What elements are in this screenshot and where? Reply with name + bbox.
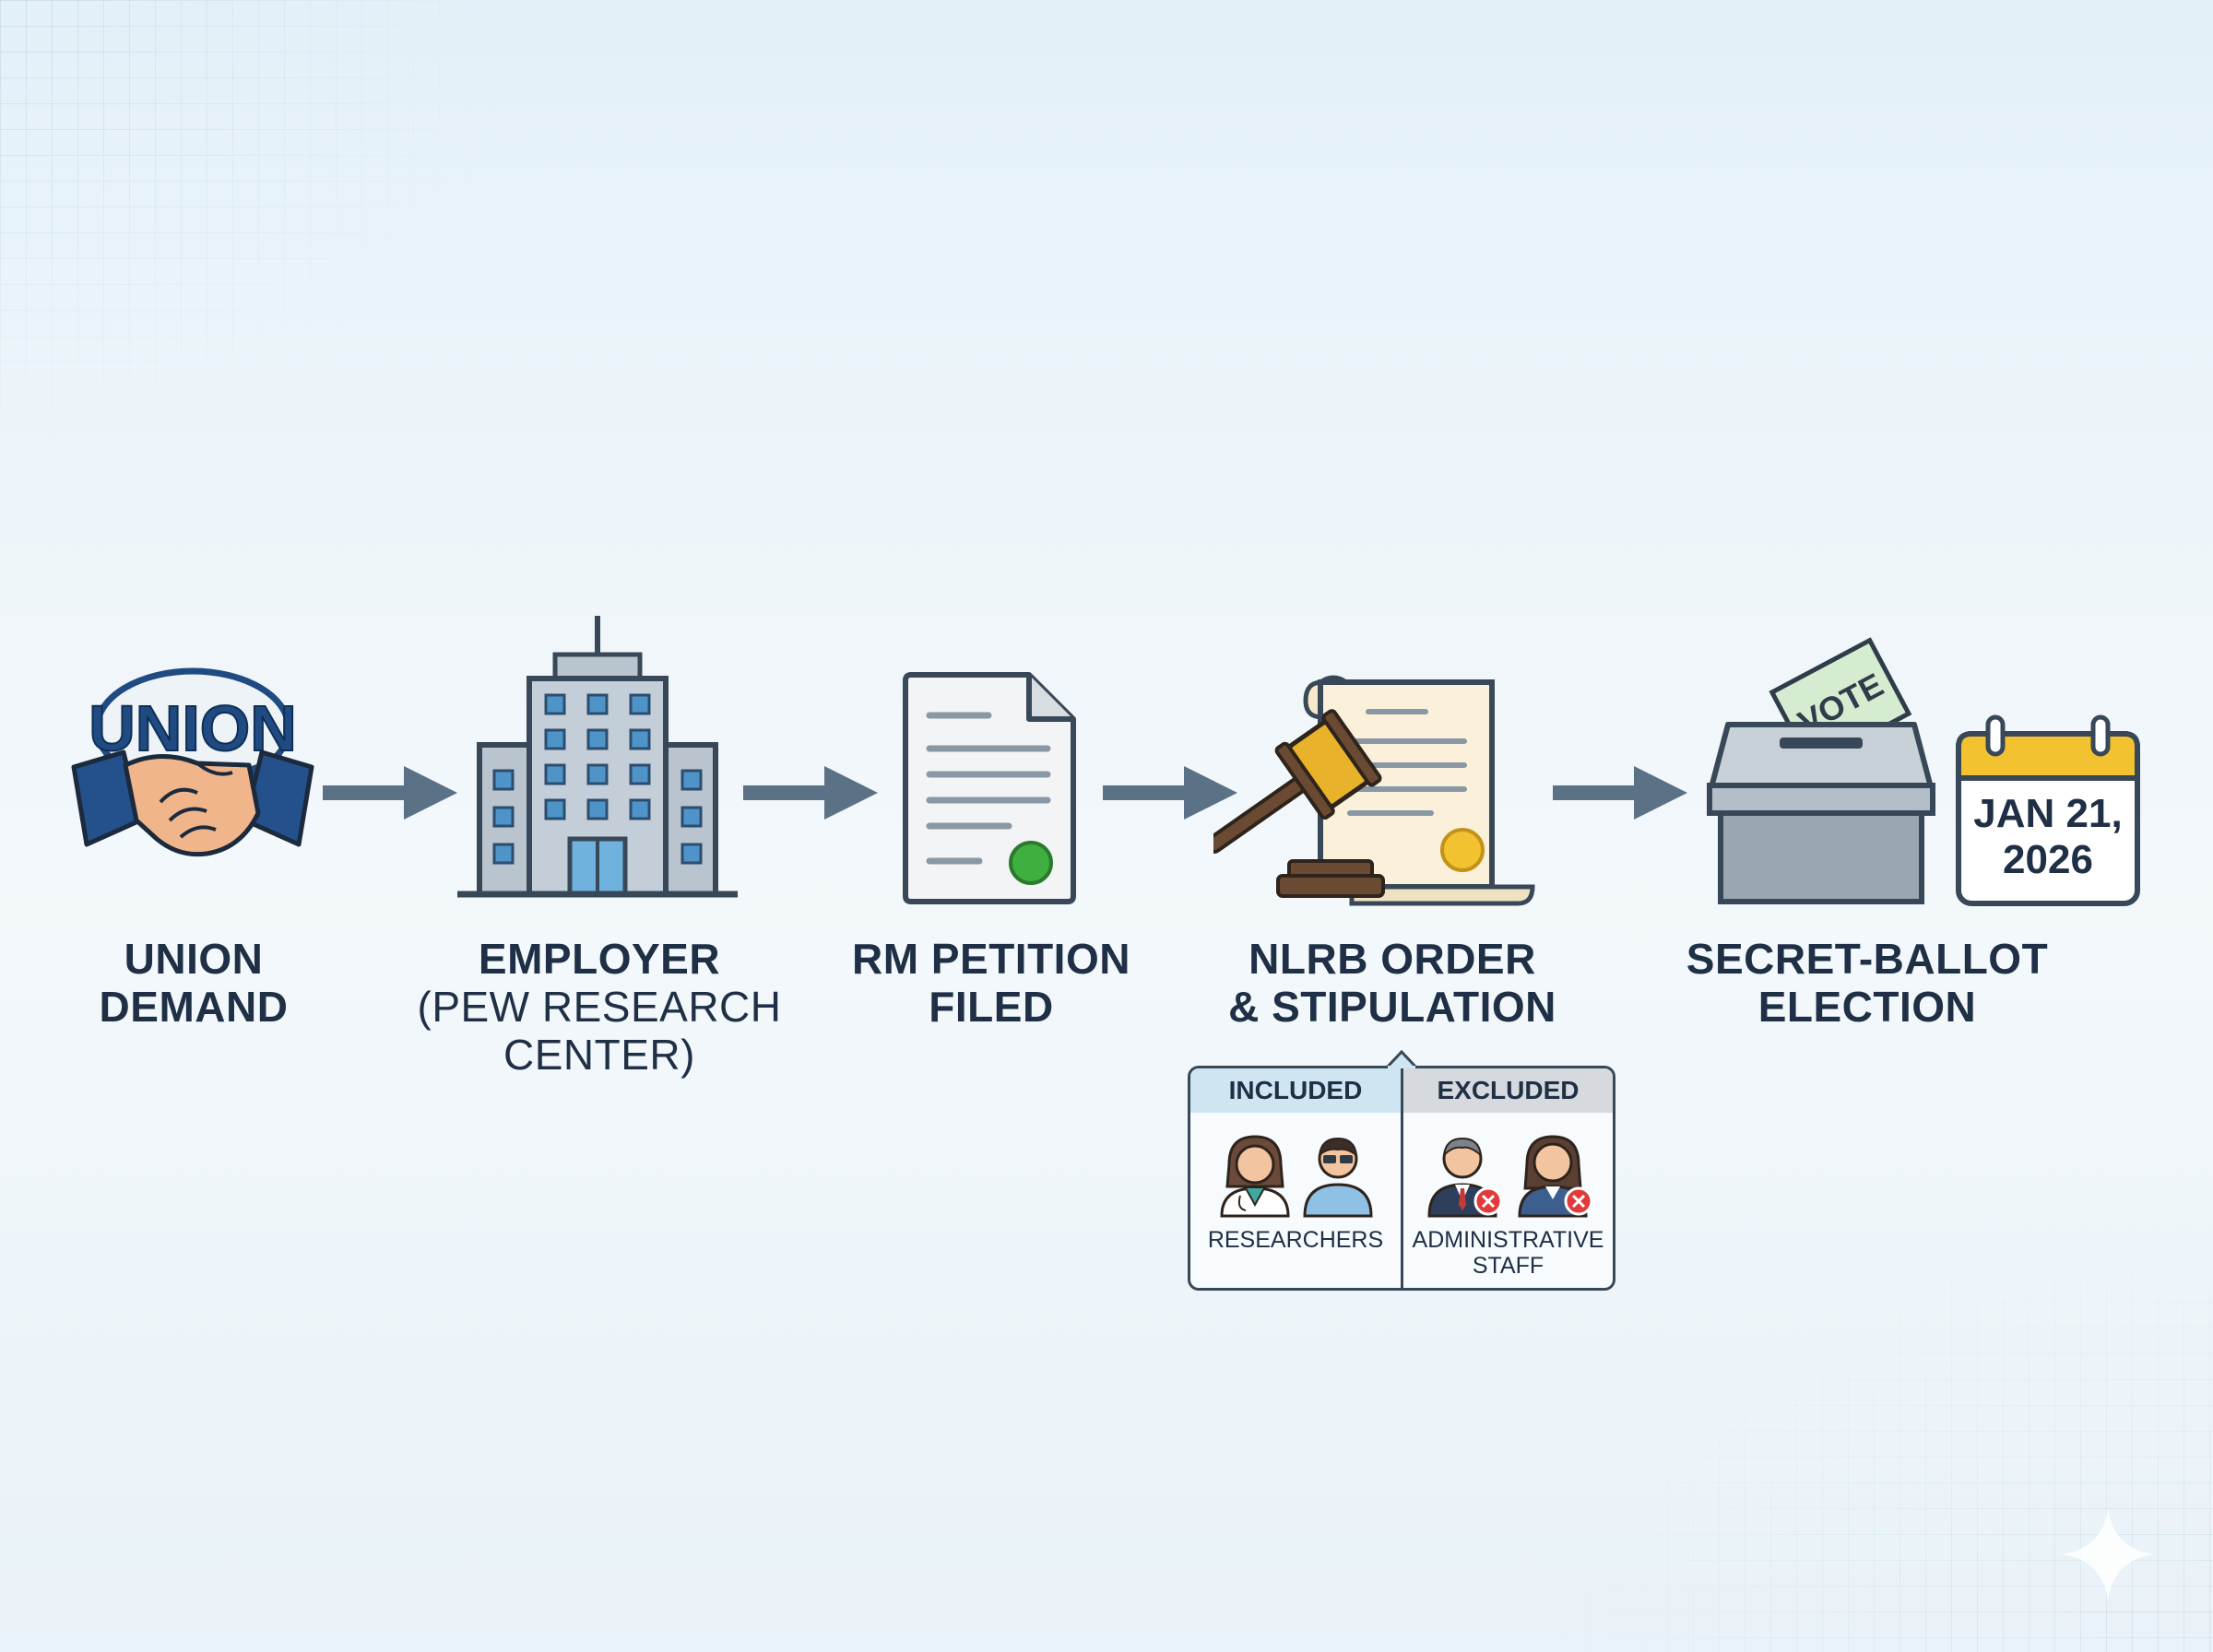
step-employer-label: EMPLOYER (PEW RESEARCH CENTER) <box>417 935 782 1079</box>
step-election-label: SECRET-BALLOT ELECTION <box>1686 935 2049 1031</box>
step-union-label: UNION DEMAND <box>99 935 289 1031</box>
flow-arrow-icon <box>743 766 878 820</box>
sparkle-icon <box>2062 1508 2154 1600</box>
office-building-icon <box>457 616 738 898</box>
bargaining-unit-box: INCLUDED RESEARCHERS EXCLUDED <box>1188 1050 1615 1291</box>
administrative-staff-icon <box>1427 1135 1593 1218</box>
column-divider <box>1401 1068 1403 1288</box>
gavel-scroll-icon <box>1213 675 1535 906</box>
ballot-box-icon: VOTE <box>1707 637 1935 904</box>
background-grid <box>0 0 516 479</box>
excluded-header: EXCLUDED <box>1403 1068 1613 1113</box>
step-order-label: NLRB ORDER & STIPULATION <box>1228 935 1556 1031</box>
excluded-column: EXCLUDED ADMINISTRATIVE STAFF <box>1403 1068 1613 1288</box>
flow-arrow-icon <box>1103 766 1237 820</box>
calendar-icon <box>1956 714 2140 906</box>
flow-arrow-icon <box>323 766 457 820</box>
election-date: JAN 21, 2026 <box>1973 791 2123 882</box>
included-header: INCLUDED <box>1190 1068 1401 1113</box>
document-icon <box>903 672 1076 904</box>
callout-pointer <box>1386 1050 1417 1068</box>
included-caption: RESEARCHERS <box>1207 1227 1384 1253</box>
excluded-caption: ADMINISTRATIVE STAFF <box>1412 1227 1604 1279</box>
step-petition-label: RM PETITION FILED <box>852 935 1130 1031</box>
researchers-icon <box>1220 1135 1373 1218</box>
flow-arrow-icon <box>1553 766 1687 820</box>
handshake-icon: UNION <box>71 667 314 857</box>
background-grid <box>1512 1173 2213 1652</box>
included-column: INCLUDED RESEARCHERS <box>1190 1068 1401 1288</box>
